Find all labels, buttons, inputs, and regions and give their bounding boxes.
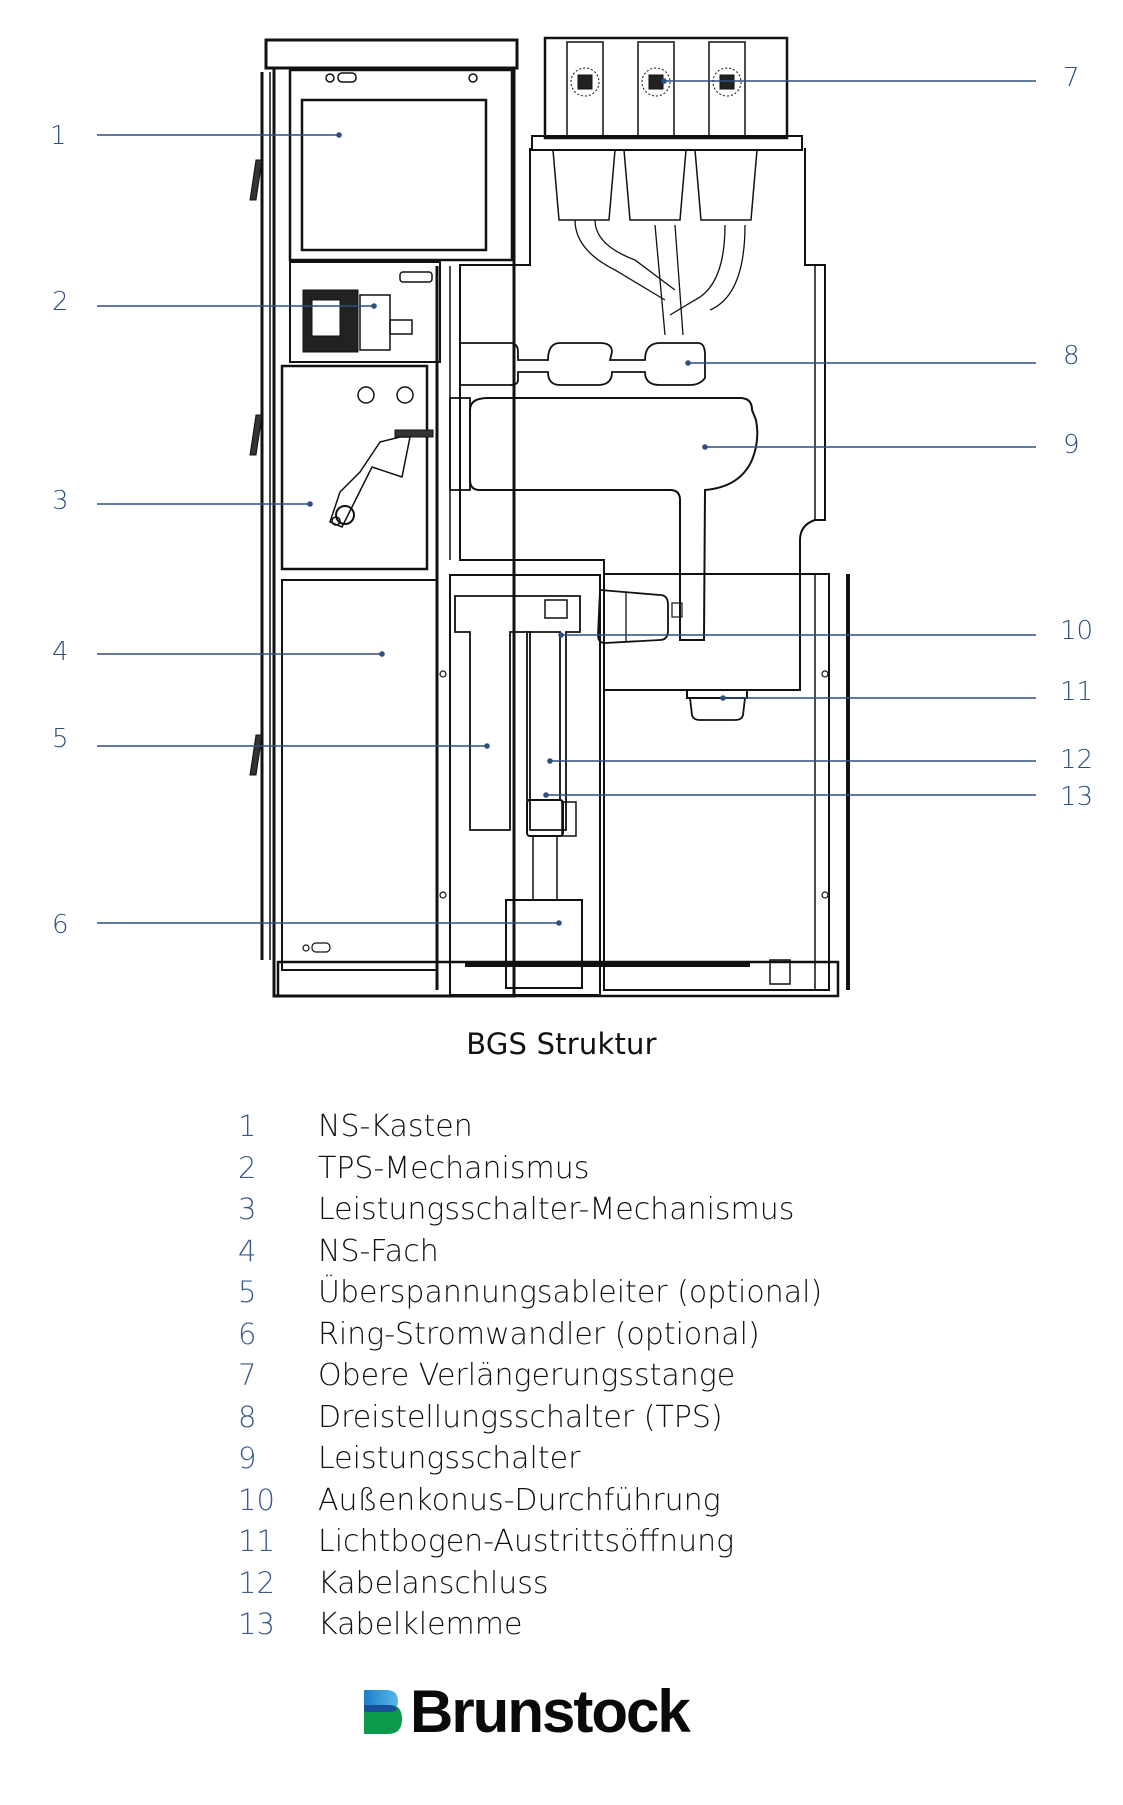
legend-label: Leistungsschalter [318, 1441, 581, 1476]
legend-number: 10 [238, 1482, 275, 1517]
extension-rod-housing [543, 36, 789, 140]
brunstock-logo: Brunstock [364, 1678, 691, 1745]
legend-label: NS-Fach [318, 1233, 439, 1269]
lv-box-window [300, 98, 488, 252]
callout-number-1: 1 [50, 121, 67, 151]
legend-item: 8 Dreistellungsschalter (TPS) [238, 1397, 822, 1439]
leader-dot-5 [484, 743, 490, 749]
legend-item: 10 Außenkonus-Durchführung [238, 1480, 822, 1522]
legend-number: 6 [238, 1316, 257, 1351]
base-frame [276, 960, 840, 998]
legend-label: Außenkonus-Durchführung [318, 1482, 721, 1518]
legend-item: 5 Überspannungsableiter (optional) [238, 1272, 822, 1314]
brunstock-b-mark-icon [364, 1690, 402, 1734]
legend-item: 7 Obere Verlängerungsstange [238, 1355, 822, 1397]
callout-number-3: 3 [52, 486, 69, 516]
legend-number: 9 [238, 1441, 257, 1475]
door-handle [249, 159, 263, 201]
legend-label: NS-Kasten [318, 1109, 473, 1144]
callout-number-11: 11 [1060, 677, 1093, 707]
legend-item: 13 Kabelklemme [238, 1604, 822, 1646]
legend-number: 5 [238, 1275, 257, 1309]
callout-number-8: 8 [1063, 341, 1080, 371]
callout-number-10: 10 [1060, 616, 1093, 646]
leader-dot-2 [371, 303, 377, 309]
cable-compartment [449, 574, 601, 996]
cable-connection [526, 631, 561, 801]
legend-number: 4 [238, 1233, 257, 1268]
door-handle [249, 734, 263, 776]
lv-compartment [281, 579, 438, 971]
legend-item: 11 Lichtbogen-Austrittsöffnung [238, 1521, 822, 1563]
callout-number-7: 7 [1063, 63, 1080, 93]
three-position-switch [459, 342, 706, 386]
leader-dot-8 [685, 360, 691, 366]
callout-number-9: 9 [1063, 430, 1080, 460]
legend-item: 3 Leistungsschalter-Mechanismus [238, 1189, 822, 1231]
arc-exhaust [689, 697, 746, 721]
callout-number-5: 5 [52, 724, 69, 754]
leader-dot-10 [558, 632, 564, 638]
cb-mechanism-linkage [329, 436, 411, 528]
right-enclosure [603, 573, 830, 991]
leader-dot-6 [556, 920, 562, 926]
switchgear-diagram: 1 2 3 4 5 6 7 8 9 10 11 12 13 [50, 36, 1093, 998]
leader-dot-1 [336, 132, 342, 138]
callout-labels: 1 2 3 4 5 6 7 8 9 10 11 12 13 [50, 63, 1093, 940]
callout-number-13: 13 [1060, 782, 1093, 812]
cable-clamp [526, 799, 564, 837]
switchgear-drawing [249, 36, 850, 998]
legend-label: Ring-Stromwandler (optional) [318, 1316, 760, 1352]
legend-number: 8 [238, 1399, 257, 1434]
leader-dot-9 [702, 444, 708, 450]
legend-label: Überspannungsableiter (optional) [318, 1275, 823, 1310]
callout-number-4: 4 [52, 637, 69, 667]
callout-number-12: 12 [1060, 745, 1093, 775]
legend-item: 6 Ring-Stromwandler (optional) [238, 1314, 822, 1356]
legend-label: Obere Verlängerungsstange [318, 1358, 736, 1393]
leader-dot-7 [661, 78, 667, 84]
legend-label: Kabelklemme [318, 1607, 523, 1642]
cb-mechanism-compartment [280, 364, 429, 571]
lv-box [288, 68, 514, 262]
figure-title: BGS Struktur [466, 1027, 657, 1061]
legend-item: 1 NS-Kasten [238, 1106, 822, 1148]
legend-number: 7 [238, 1358, 257, 1392]
legend-number: 3 [238, 1192, 257, 1226]
tank-flange [531, 135, 803, 151]
ring-current-transformer [505, 899, 583, 989]
callout-number-2: 2 [52, 287, 69, 317]
legend-label: Leistungsschalter-Mechanismus [318, 1192, 795, 1227]
legend-label: Lichtbogen-Austrittsöffnung [318, 1524, 735, 1559]
legend-number: 13 [238, 1607, 275, 1641]
door-handle [249, 414, 263, 456]
tps-mechanism-compartment [289, 261, 441, 363]
legend-item: 12 Kabelanschluss [238, 1563, 822, 1605]
legend-item: 9 Leistungsschalter [238, 1438, 822, 1480]
lv-box-top-cap [264, 38, 519, 70]
legend-number: 2 [238, 1150, 257, 1185]
leader-dot-13 [543, 792, 549, 798]
left-column-frame [272, 66, 516, 998]
leader-dot-12 [547, 758, 553, 764]
legend-item: 4 NS-Fach [238, 1231, 822, 1273]
legend-item: 2 TPS-Mechanismus [238, 1148, 822, 1190]
legend-number: 1 [238, 1109, 257, 1143]
callout-leaders [97, 78, 1036, 926]
leader-dot-4 [379, 651, 385, 657]
legend-label: Dreistellungsschalter (TPS) [318, 1399, 723, 1435]
logo-text: Brunstock [410, 1678, 691, 1745]
leader-dot-11 [720, 695, 726, 701]
legend-number: 12 [238, 1565, 275, 1600]
switch-tank [459, 148, 826, 691]
legend-label: TPS-Mechanismus [318, 1150, 590, 1186]
callout-number-6: 6 [52, 910, 69, 940]
legend-label: Kabelanschluss [318, 1565, 549, 1601]
legend-number: 11 [238, 1524, 275, 1558]
leader-dot-3 [307, 501, 313, 507]
